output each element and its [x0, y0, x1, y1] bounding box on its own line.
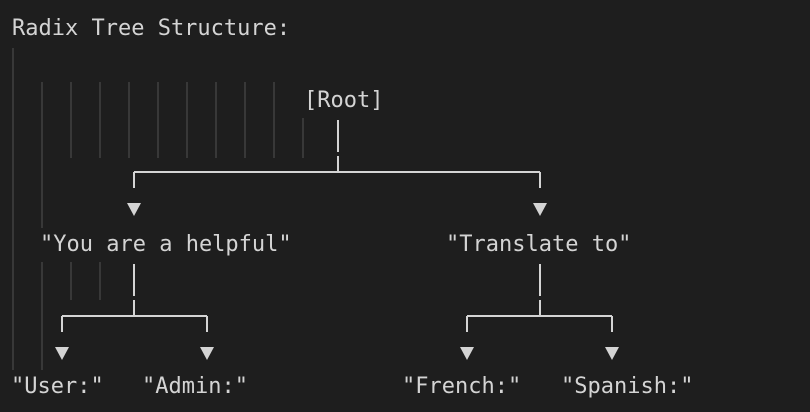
- arrow-down-icon: [127, 203, 141, 216]
- arrow-down-icon: [605, 347, 619, 360]
- tree-connectors: [61, 120, 613, 332]
- arrow-down-icon: [533, 203, 547, 216]
- diagram-title: Radix Tree Structure:: [12, 16, 290, 41]
- node-translate-to: "Translate to": [446, 232, 631, 257]
- node-you-are-a-helpful: "You are a helpful": [40, 232, 292, 257]
- arrow-down-icon: [200, 347, 214, 360]
- node-root: [Root]: [304, 88, 383, 113]
- arrowheads: [55, 203, 619, 360]
- node-french: "French:": [402, 374, 521, 399]
- indent-guides: [12, 48, 304, 370]
- node-spanish: "Spanish:": [561, 374, 693, 399]
- arrow-down-icon: [55, 347, 69, 360]
- node-user: "User:": [11, 374, 104, 399]
- arrow-down-icon: [460, 347, 474, 360]
- node-admin: "Admin:": [142, 374, 248, 399]
